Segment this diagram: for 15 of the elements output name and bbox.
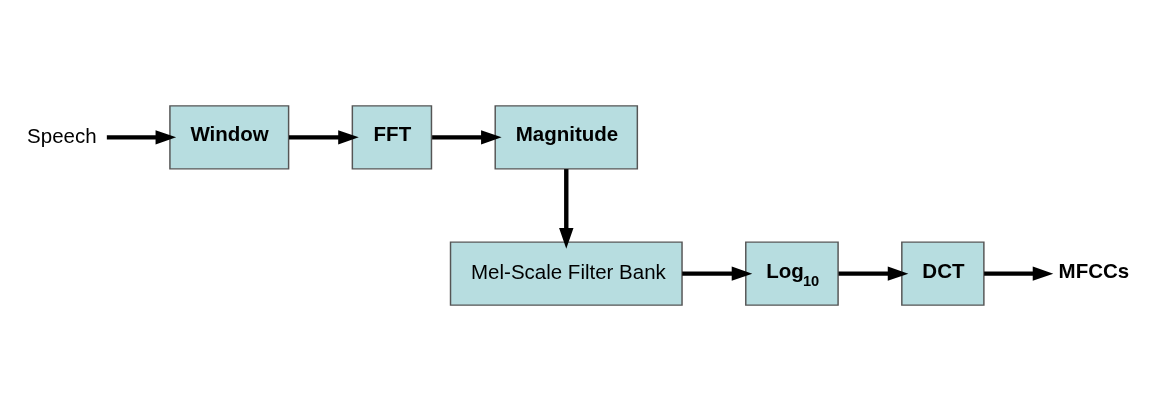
arrow [106,129,177,145]
node-box: Log$_{10}$ [745,240,839,306]
arrow [838,265,909,281]
arrow [682,265,753,281]
arrow [289,129,359,145]
arrow [432,129,502,145]
arrow [559,168,574,249]
node-box: FFT [351,104,433,170]
node-box: Window [169,104,290,170]
node-box: Mel-Scale Filter Bank [449,240,683,306]
node-box: Magnitude [494,104,639,170]
node-text: MFCCs [1058,258,1130,282]
arrow [984,265,1054,281]
node-box: DCT [901,240,985,306]
node-text: Speech [27,123,97,147]
